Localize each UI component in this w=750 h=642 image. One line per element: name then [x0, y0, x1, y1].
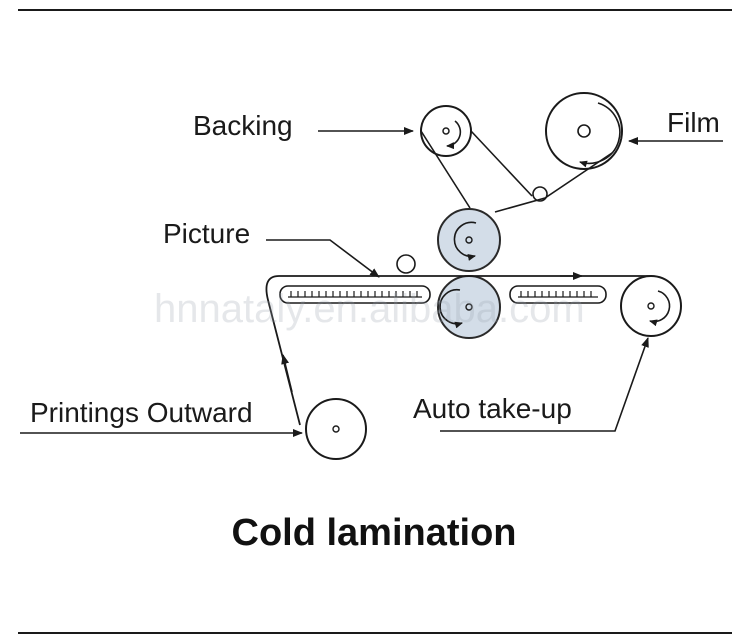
watermark-shadow: hnnataly.en.alibaba.com: [154, 287, 585, 331]
film-roller: [545, 92, 623, 170]
film-web-path-2: [470, 130, 533, 197]
auto-take-up-pointer: [440, 337, 649, 432]
label-backing: Backing: [193, 110, 293, 141]
diagram-title: Cold lamination: [232, 512, 517, 554]
label-auto-take-up: Auto take-up: [413, 393, 572, 424]
backing-web-path: [420, 130, 471, 209]
label-picture: Picture: [163, 218, 250, 249]
flow-arrow-up: [281, 354, 293, 393]
film-guide-roller: [532, 186, 548, 202]
auto-take-up-roller: [620, 275, 682, 337]
conveyor-left-curve: [265, 275, 301, 426]
feed-table-left: [279, 285, 431, 304]
label-film: Film: [667, 107, 720, 138]
upper-laminating-roller: [437, 208, 501, 272]
film-web-path: [494, 152, 613, 213]
picture-pointer: [266, 239, 380, 278]
unwind-roller: [305, 398, 367, 460]
picture-guide-roller: [396, 254, 416, 274]
backing-roller: [420, 105, 472, 157]
exit-table-right: [509, 285, 607, 304]
label-printings-outward: Printings Outward: [30, 397, 253, 428]
